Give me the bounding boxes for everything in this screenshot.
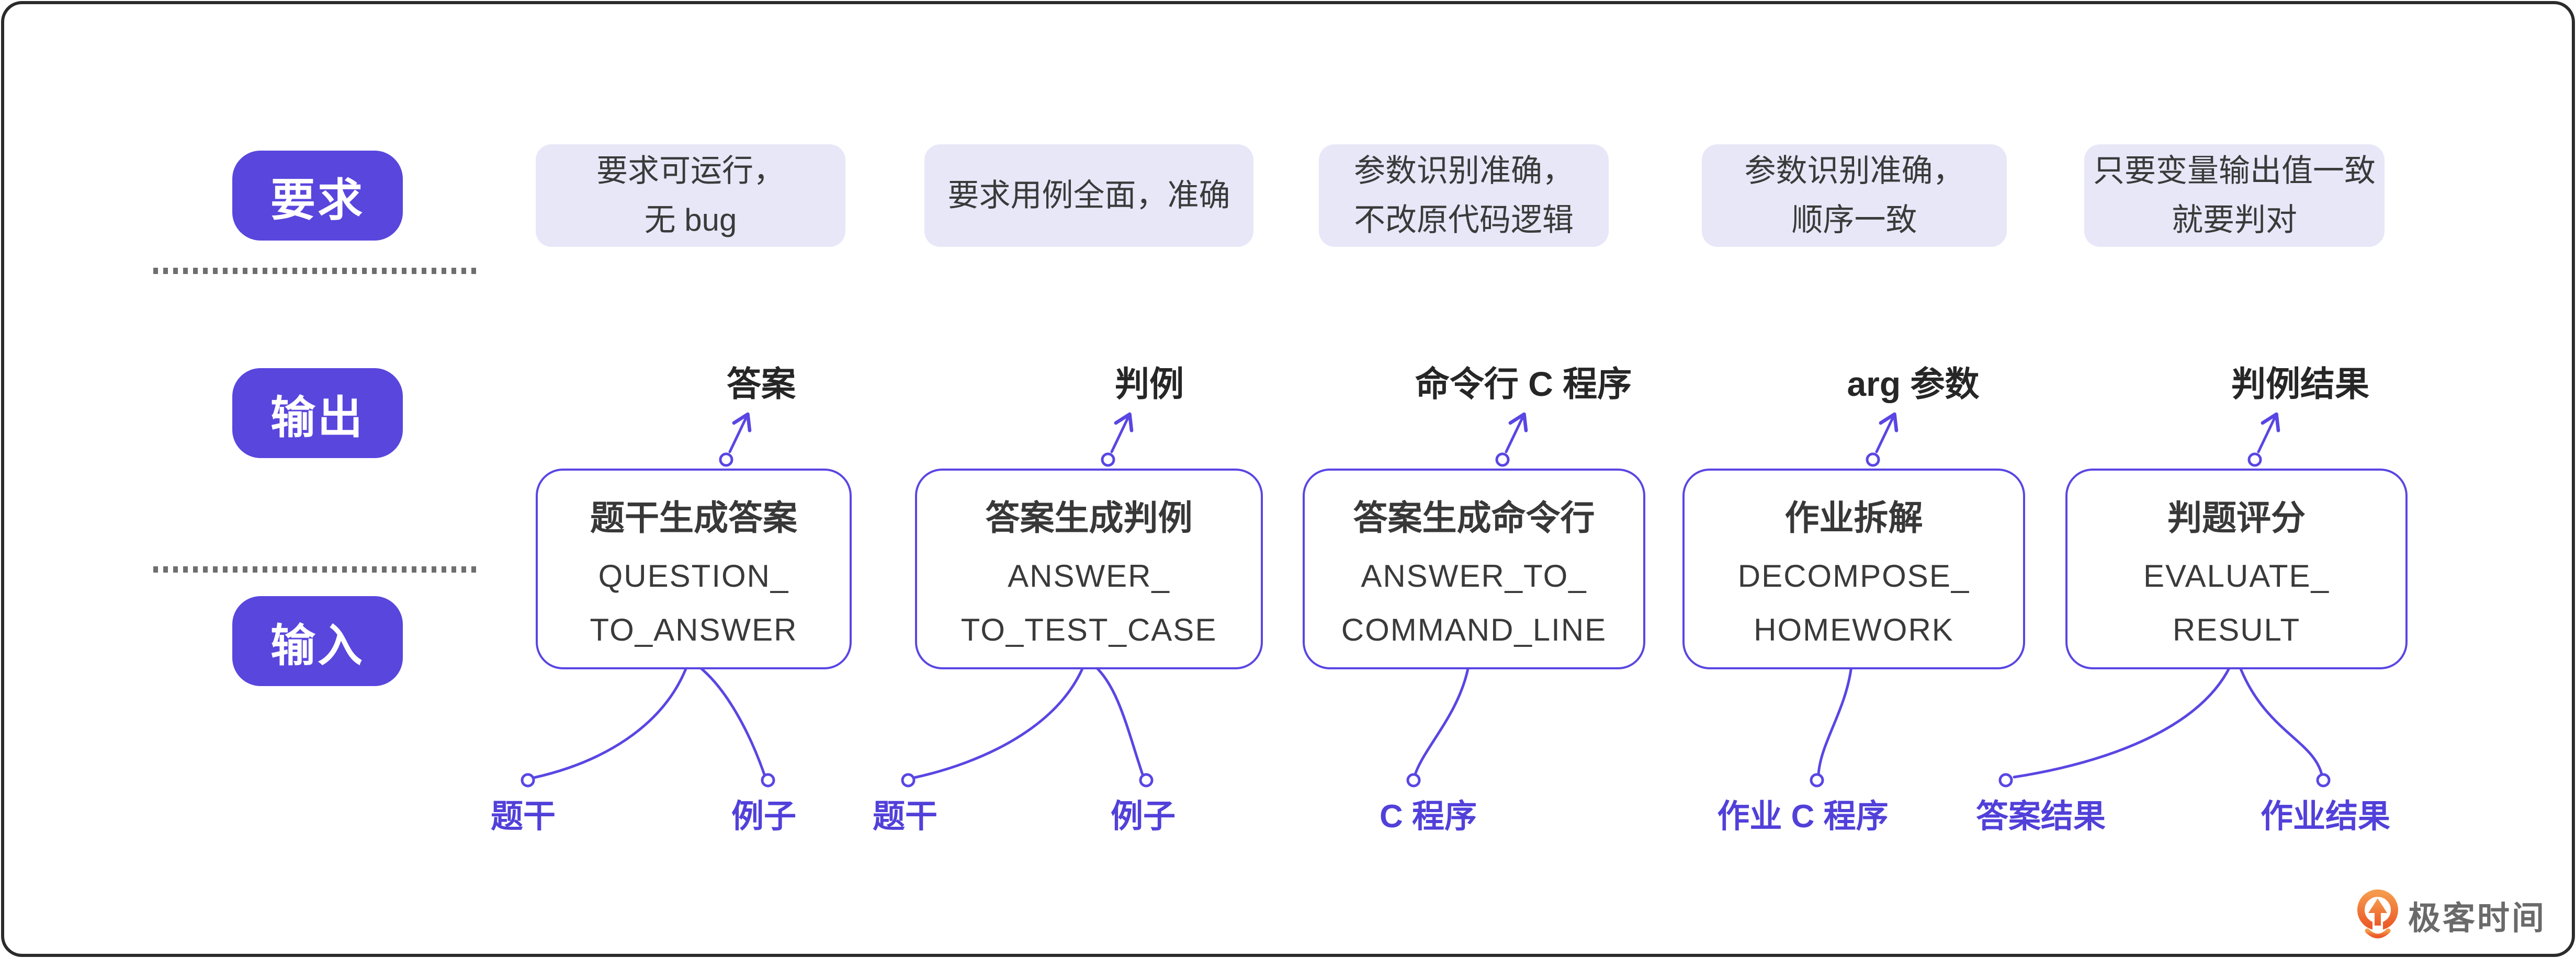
input-label: 答案结果 [1975,799,2106,835]
output-port-5 [2247,452,2262,467]
output-arrow-1 [728,412,752,453]
row-label-requirement: 要求 [232,151,403,241]
output-arrow-5 [2257,412,2280,453]
task-name: 答案生成命令行 [1353,498,1595,537]
task-id-line: ANSWER_TO_ [1361,558,1587,594]
output-arrow-4 [1875,412,1899,453]
geektime-logo-icon [2357,889,2398,939]
input-curve-5a [2013,665,2232,779]
input-port-3 [1406,773,1421,788]
output-arrow-3 [1505,412,1528,453]
input-port-1b [761,773,775,788]
input-curve-3 [1414,665,1470,776]
geektime-logo-text: 极客时间 [2408,900,2547,937]
task-box: 判题评分 EVALUATE_ RESULT [2065,469,2408,669]
output-label: 判例结果 [2231,364,2369,403]
input-port-5a [1998,773,2013,788]
requirement-box: 要求可运行， 无 bug [536,144,845,247]
task-id-line: TO_ANSWER [590,612,798,647]
input-curve-2a [913,665,1085,779]
requirement-line: 参数识别准确， [1744,153,1964,188]
dotted-divider [153,268,480,274]
input-curve-1a [533,665,688,779]
input-port-5b [2316,773,2331,788]
task-id-line: RESULT [2172,612,2301,647]
geektime-logo: 极客时间 [2357,889,2546,941]
task-id-line: DECOMPOSE_ [1737,558,1970,594]
task-id-line: QUESTION_ [598,558,789,594]
requirement-line: 不改原代码逻辑 [1354,202,1574,237]
input-label: 例子 [1110,799,1176,835]
task-id-line: EVALUATE_ [2143,558,2330,594]
requirement-line: 就要判对 [2172,202,2297,237]
requirement-box: 参数识别准确， 顺序一致 [1702,144,2007,247]
input-label: 题干 [490,799,556,835]
task-box: 答案生成判例 ANSWER_ TO_TEST_CASE [915,469,1263,669]
input-port-2a [901,773,916,788]
input-port-2b [1139,773,1154,788]
row-label-output: 输出 [232,368,403,458]
input-port-4 [1810,773,1824,788]
task-box: 作业拆解 DECOMPOSE_ HOMEWORK [1682,469,2025,669]
output-label: 判例 [1115,364,1184,403]
output-label: 答案 [727,364,796,403]
dotted-divider [153,566,480,573]
output-arrow-2 [1110,412,1134,453]
requirement-line: 只要变量输出值一致 [2093,153,2376,188]
output-label: arg 参数 [1847,364,1980,403]
task-id-line: ANSWER_ [1008,558,1170,594]
requirement-line: 无 bug [644,202,737,237]
task-id-line: TO_TEST_CASE [961,612,1217,647]
output-port-3 [1495,452,1510,467]
output-port-4 [1866,452,1880,467]
task-name: 题干生成答案 [590,498,797,537]
requirement-line: 顺序一致 [1791,202,1917,237]
output-label: 命令行 C 程序 [1415,364,1632,403]
requirement-line: 要求用例全面，准确 [947,178,1230,213]
input-curve-2b [1093,665,1144,776]
task-id-line: COMMAND_LINE [1341,612,1607,647]
task-name: 作业拆解 [1784,498,1923,537]
input-curve-1b [697,665,766,776]
task-name: 判题评分 [2167,498,2306,537]
requirement-line: 参数识别准确， [1354,153,1574,188]
input-label: C 程序 [1379,799,1477,835]
input-label: 例子 [731,799,796,835]
output-port-2 [1101,452,1115,467]
requirement-line: 要求可运行， [596,153,785,188]
requirement-box: 要求用例全面，准确 [924,144,1253,247]
input-label: 作业 C 程序 [1717,799,1889,835]
input-port-1a [521,773,535,788]
requirement-box: 参数识别准确， 不改原代码逻辑 [1319,144,1609,247]
task-id-line: HOMEWORK [1754,612,1954,647]
row-label-input: 输入 [232,596,403,686]
input-label: 题干 [872,799,937,835]
input-curve-4 [1817,665,1853,776]
task-box: 题干生成答案 QUESTION_ TO_ANSWER [536,469,852,669]
input-curve-5b [2238,665,2323,776]
output-port-1 [719,452,733,467]
task-box: 答案生成命令行 ANSWER_TO_ COMMAND_LINE [1303,469,1645,669]
input-label: 作业结果 [2260,799,2390,835]
task-name: 答案生成判例 [985,498,1193,537]
requirement-box: 只要变量输出值一致 就要判对 [2084,144,2385,247]
